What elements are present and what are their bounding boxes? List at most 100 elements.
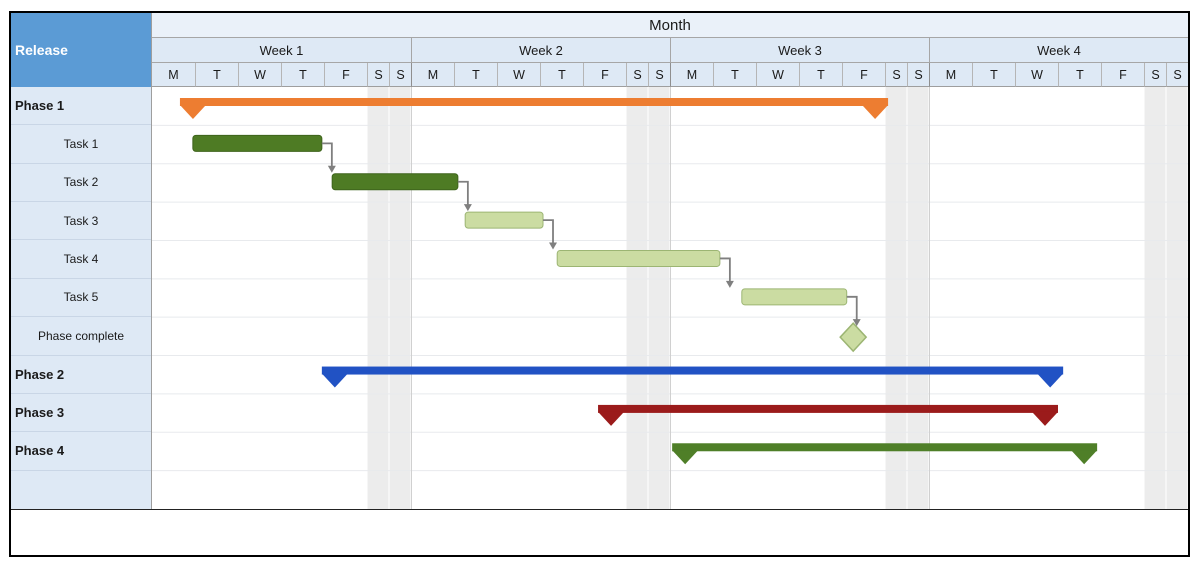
weekend-band [885, 87, 907, 509]
weekend-band [648, 87, 670, 509]
row-label-phase-complete: Phase complete [11, 317, 151, 356]
dependency-arrow-task-3-task-4 [543, 219, 554, 244]
phase-bar-phase-1 [179, 98, 889, 106]
day-header-week-1-6: S [367, 63, 389, 87]
gantt-svg [152, 87, 1188, 509]
month-header-label: Month [649, 16, 691, 34]
phase-end-marker [1037, 373, 1064, 388]
week-header-week-1: Week 1 [152, 38, 411, 63]
weekend-band [1166, 87, 1188, 509]
row-label-text: Phase 4 [15, 443, 65, 459]
task-bar-task-2 [331, 173, 459, 191]
day-header-week-2-1: M [411, 63, 454, 87]
dependency-arrowhead [549, 242, 558, 250]
row-label-task-5: Task 5 [11, 279, 151, 318]
day-header-week-4-4: T [1058, 63, 1101, 87]
row-label-empty [11, 471, 151, 509]
weekend-band [1144, 87, 1166, 509]
phase-bar-phase-4 [672, 443, 1098, 452]
day-header-week-3-6: S [885, 63, 907, 87]
gantt-chart-area [152, 87, 1188, 509]
dependency-arrowhead [327, 165, 336, 173]
row-label-text: Phase 2 [15, 366, 65, 382]
day-header-week-4-7: S [1166, 63, 1188, 87]
dependency-arrow-task-4-task-5 [719, 257, 731, 282]
phase-end-marker [1032, 411, 1058, 426]
day-header-week-1-3: W [238, 63, 281, 87]
day-header-week-2-2: T [454, 63, 497, 87]
row-label-phase-4: Phase 4 [11, 432, 151, 471]
week-header-week-2: Week 2 [411, 38, 670, 63]
dependency-arrowhead [463, 204, 472, 212]
phase-start-marker [179, 105, 206, 119]
release-header-label: Release [15, 42, 68, 58]
month-header-cell: Month [152, 13, 1188, 38]
day-header-week-2-3: W [497, 63, 540, 87]
dependency-arrowhead [725, 280, 734, 288]
row-label-task-2: Task 2 [11, 164, 151, 203]
row-label-text: Task 1 [63, 137, 99, 152]
row-label-task-3: Task 3 [11, 202, 151, 241]
phase-start-marker [672, 450, 699, 465]
row-label-text: Phase 1 [15, 98, 65, 114]
day-header-week-4-5: F [1101, 63, 1144, 87]
row-label-column: Phase 1 Task 1 Task 2 Task 3 Task 4 Task 5 Pha… [11, 87, 152, 509]
phase-end-marker [862, 105, 889, 119]
day-header-week-3-1: M [670, 63, 713, 87]
weekend-band [907, 87, 929, 509]
row-label-phase-2: Phase 2 [11, 356, 151, 394]
week-header-week-3: Week 3 [670, 38, 929, 63]
task-bar-task-4 [556, 249, 721, 267]
phase-bar-phase-3 [598, 404, 1058, 413]
week-header-week-4: Week 4 [929, 38, 1188, 63]
day-header-week-3-7: S [907, 63, 929, 87]
day-header-week-3-3: W [756, 63, 799, 87]
day-header-week-2-5: F [583, 63, 626, 87]
task-bar-task-5 [741, 288, 848, 306]
day-header-week-2-7: S [648, 63, 670, 87]
weekend-band [367, 87, 389, 509]
day-header-week-4-2: T [972, 63, 1015, 87]
release-header-cell: Release [11, 13, 152, 87]
dependency-arrowhead [852, 319, 861, 327]
row-label-text: Phase 3 [15, 405, 65, 421]
weekend-band [389, 87, 411, 509]
day-header-week-1-7: S [389, 63, 411, 87]
dependency-arrow-task-5-phase-complete [846, 295, 858, 321]
day-header-week-2-4: T [540, 63, 583, 87]
phase-start-marker [321, 373, 348, 388]
row-label-text: Phase complete [37, 328, 125, 343]
row-label-text: Task 2 [63, 175, 99, 190]
dependency-arrow-task-2-task-3 [457, 180, 469, 206]
row-label-phase-1: Phase 1 [11, 87, 151, 126]
row-label-task-1: Task 1 [11, 125, 151, 164]
row-label-text: Task 4 [63, 252, 99, 267]
day-header-week-1-5: F [324, 63, 367, 87]
phase-start-marker [598, 411, 625, 426]
footer-area [11, 509, 1188, 555]
day-header-week-2-6: S [626, 63, 648, 87]
phase-bar-phase-2 [321, 366, 1064, 375]
row-label-text: Task 3 [63, 213, 99, 228]
dependency-arrow-task-1-task-2 [321, 142, 333, 167]
row-label-text: Task 5 [63, 290, 99, 305]
phase-end-marker [1071, 450, 1098, 465]
day-header-week-1-2: T [195, 63, 238, 87]
row-label-phase-3: Phase 3 [11, 394, 151, 433]
day-header-week-4-6: S [1144, 63, 1166, 87]
day-header-week-3-2: T [713, 63, 756, 87]
day-header-week-4-3: W [1015, 63, 1058, 87]
task-bar-task-3 [464, 211, 544, 229]
weekend-band [626, 87, 648, 509]
milestone-diamond-phase-complete [839, 322, 868, 353]
task-bar-task-1 [192, 134, 323, 152]
day-header-week-3-4: T [799, 63, 842, 87]
day-header-week-1-1: M [152, 63, 195, 87]
day-header-week-4-1: M [929, 63, 972, 87]
day-header-week-3-5: F [842, 63, 885, 87]
row-label-task-4: Task 4 [11, 240, 151, 279]
day-header-week-1-4: T [281, 63, 324, 87]
